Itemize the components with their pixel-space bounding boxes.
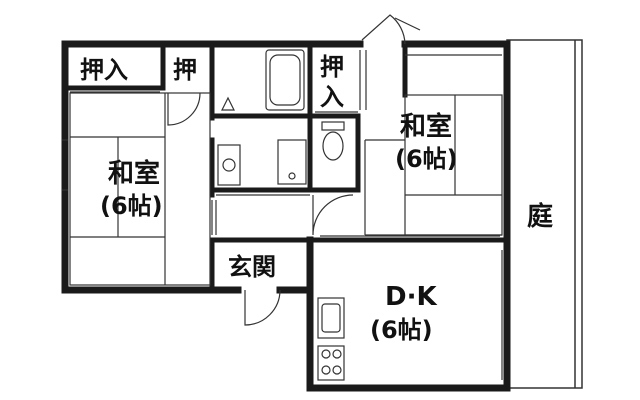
label-washitsu-left: 和室 (108, 158, 160, 189)
detail-lines (62, 14, 503, 381)
label-garden: 庭 (527, 201, 553, 232)
label-washitsu-left-size: (6帖) (100, 192, 163, 220)
label-closet-center-1: 押 (320, 53, 344, 81)
room-labels: 押入 押 押 入 和室 (6帖) 和室 (6帖) 玄関 D·K (6帖) 庭 (80, 53, 553, 344)
label-dk: D·K (385, 282, 437, 312)
label-washitsu-right-size: (6帖) (395, 145, 458, 173)
interior-walls (62, 41, 510, 293)
label-dk-size: (6帖) (370, 316, 433, 344)
label-washitsu-right: 和室 (400, 111, 452, 142)
label-closet-left: 押入 (80, 56, 128, 84)
label-entrance: 玄関 (228, 253, 276, 281)
label-closet-small: 押 (173, 56, 197, 84)
label-closet-center-2: 入 (320, 83, 344, 111)
